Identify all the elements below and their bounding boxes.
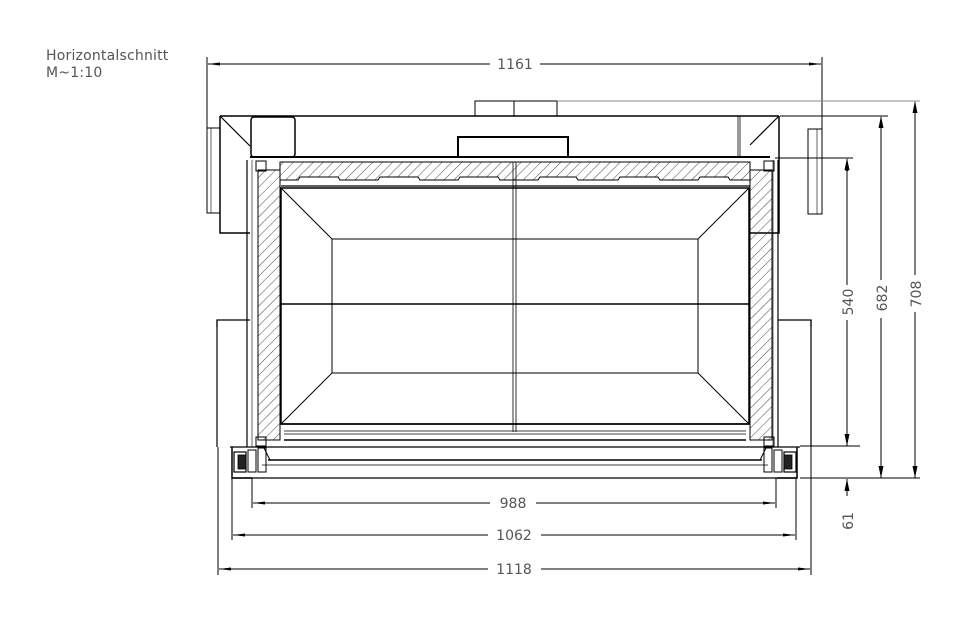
front-frame (230, 160, 800, 479)
dim-label-540: 540 (841, 289, 857, 316)
dim-label-682: 682 (875, 285, 891, 312)
title-block: Horizontalschnitt M~1:10 (46, 48, 169, 82)
drawing-scale: M~1:10 (46, 65, 103, 81)
dim-label-1118: 1118 (496, 562, 532, 578)
firebox-liner (257, 161, 773, 441)
housing-outline (206, 100, 823, 447)
dim-label-988: 988 (500, 496, 527, 512)
dim-label-708: 708 (909, 281, 925, 308)
vertical-dimensions (558, 100, 920, 496)
dim-label-61: 61 (841, 512, 857, 530)
dim-label-1062: 1062 (496, 528, 532, 544)
bottom-dimensions (217, 447, 812, 575)
firebox-interior (262, 162, 768, 466)
drawing-title: Horizontalschnitt (46, 48, 169, 64)
dim-label-1161: 1161 (497, 57, 533, 73)
